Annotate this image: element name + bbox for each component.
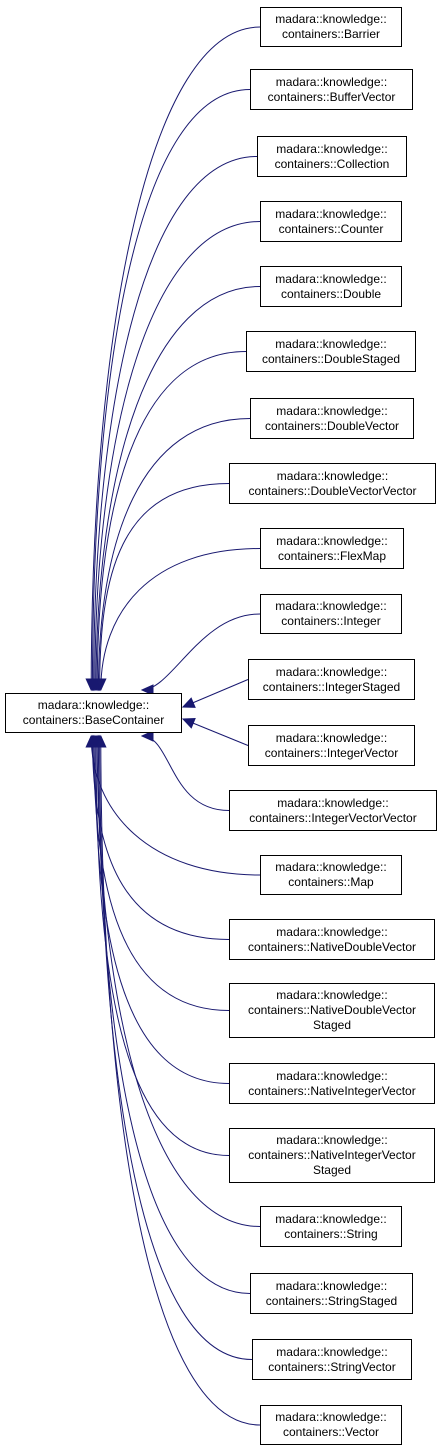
node-label-line: containers::IntegerStaged: [262, 679, 401, 694]
derived-class-node-integerstaged[interactable]: madara::knowledge:: containers::IntegerS…: [248, 659, 415, 700]
node-label-line: madara::knowledge::: [275, 860, 387, 874]
node-label-line: containers::Double: [280, 286, 382, 301]
node-label-line: containers::NativeDoubleVector: [247, 939, 417, 954]
derived-class-node-integervector[interactable]: madara::knowledge:: containers::IntegerV…: [248, 725, 415, 766]
derived-class-node-integer[interactable]: madara::knowledge:: containers::Integer: [260, 594, 402, 634]
inheritance-edge: [99, 735, 253, 1360]
inheritance-edge: [91, 89, 251, 691]
node-label-line: containers::NativeIntegerVector: [248, 1148, 416, 1162]
node-label-line: containers::DoubleStaged: [261, 351, 401, 366]
inheritance-edge: [141, 613, 261, 691]
node-label-line: madara::knowledge::: [276, 533, 388, 548]
base-class-node: madara::knowledge:: containers::BaseCont…: [5, 693, 182, 733]
node-label-line: containers::String: [284, 1226, 378, 1241]
node-label-line: madara::knowledge::: [276, 141, 388, 156]
inheritance-arrowhead: [95, 734, 107, 748]
node-label-line: containers::FlexMap: [277, 548, 387, 563]
node-label-line: containers::DoubleVector: [264, 418, 400, 433]
derived-class-node-counter[interactable]: madara::knowledge:: containers::Counter: [260, 201, 402, 242]
inheritance-edge: [141, 735, 230, 811]
derived-class-node-stringstaged[interactable]: madara::knowledge:: containers::StringSt…: [250, 1273, 413, 1314]
node-label-line: madara::knowledge::: [275, 664, 388, 679]
inheritance-arrowhead: [140, 730, 154, 742]
derived-class-node-collection[interactable]: madara::knowledge:: containers::Collecti…: [257, 136, 407, 177]
node-label-line: containers::BaseContainer: [22, 713, 165, 727]
node-label-line: Staged: [312, 1163, 352, 1177]
node-label-line: madara::knowledge::: [275, 336, 387, 351]
node-label-line: madara::knowledge::: [275, 730, 388, 745]
derived-class-node-string[interactable]: madara::knowledge:: containers::String: [260, 1206, 402, 1247]
node-label-line: madara::knowledge::: [37, 698, 150, 712]
derived-class-node-nativeintegervectorstaged[interactable]: madara::knowledge:: containers::NativeIn…: [229, 1128, 435, 1183]
derived-class-node-integervectorvector[interactable]: madara::knowledge:: containers::IntegerV…: [229, 790, 437, 831]
inheritance-edge: [100, 548, 261, 691]
derived-class-node-doublestaged[interactable]: madara::knowledge:: containers::DoubleSt…: [246, 331, 416, 372]
inheritance-edge: [95, 735, 230, 1156]
node-label-line: containers::Barrier: [281, 27, 381, 41]
node-label-line: containers::NativeDoubleVector: [247, 1003, 417, 1017]
node-label-line: madara::knowledge::: [275, 74, 388, 89]
derived-class-node-doublevectorvector[interactable]: madara::knowledge:: containers::DoubleVe…: [229, 463, 436, 504]
node-label-line: madara::knowledge::: [276, 468, 389, 483]
derived-class-node-map[interactable]: madara::knowledge:: containers::Map: [260, 855, 402, 895]
node-label-line: madara::knowledge::: [276, 1133, 388, 1147]
inheritance-edge: [97, 418, 251, 691]
derived-class-node-buffervector[interactable]: madara::knowledge:: containers::BufferVe…: [250, 69, 413, 110]
inheritance-edge: [90, 26, 261, 691]
node-label-line: madara::knowledge::: [276, 924, 388, 939]
node-label-line: containers::StringVector: [268, 1359, 396, 1374]
node-label-line: madara::knowledge::: [276, 1344, 388, 1359]
node-label-line: containers::NativeIntegerVector: [248, 1083, 416, 1098]
node-label-line: containers::Counter: [278, 221, 384, 236]
node-label-line: madara::knowledge::: [275, 12, 387, 26]
derived-class-node-nativedoublevector[interactable]: madara::knowledge:: containers::NativeDo…: [229, 919, 435, 960]
inheritance-edge: [93, 735, 230, 1011]
inheritance-edge: [95, 286, 261, 691]
derived-class-node-flexmap[interactable]: madara::knowledge:: containers::FlexMap: [260, 528, 404, 569]
inheritance-edge: [99, 483, 230, 691]
inheritance-edge: [94, 735, 230, 1084]
inheritance-edge: [93, 156, 258, 691]
node-label-line: containers::IntegerVector: [264, 745, 399, 760]
node-label-line: containers::DoubleVectorVector: [248, 483, 417, 498]
node-label-line: madara::knowledge::: [276, 1068, 388, 1083]
node-label-line: Staged: [312, 1018, 352, 1032]
derived-class-node-vector[interactable]: madara::knowledge:: containers::Vector: [260, 1405, 402, 1445]
derived-class-node-nativedoublevectorstaged[interactable]: madara::knowledge:: containers::NativeDo…: [229, 983, 435, 1038]
node-label-line: containers::IntegerVectorVector: [249, 810, 417, 825]
inheritance-edge: [182, 718, 249, 746]
node-label-line: containers::StringStaged: [265, 1293, 398, 1308]
inheritance-edge: [96, 351, 247, 691]
node-label-line: containers::BufferVector: [267, 89, 396, 104]
node-label-line: containers::Map: [288, 875, 374, 889]
derived-class-node-barrier[interactable]: madara::knowledge:: containers::Barrier: [260, 7, 402, 47]
node-label-line: madara::knowledge::: [275, 206, 387, 221]
node-label-line: madara::knowledge::: [275, 1410, 387, 1424]
inheritance-arrowhead: [181, 697, 196, 708]
derived-class-node-doublevector[interactable]: madara::knowledge:: containers::DoubleVe…: [250, 398, 414, 439]
node-label-line: madara::knowledge::: [276, 988, 388, 1002]
inheritance-arrowhead: [140, 684, 154, 696]
inheritance-edge: [182, 679, 249, 708]
derived-class-node-nativeintegervector[interactable]: madara::knowledge:: containers::NativeIn…: [229, 1063, 435, 1104]
inheritance-arrowhead: [181, 717, 196, 729]
node-label-line: containers::Vector: [282, 1425, 380, 1439]
node-label-line: madara::knowledge::: [275, 1211, 387, 1226]
node-label-line: madara::knowledge::: [275, 1278, 388, 1293]
inheritance-arrowhead: [95, 678, 107, 692]
node-label-line: madara::knowledge::: [277, 795, 389, 810]
node-label-line: madara::knowledge::: [275, 271, 387, 286]
node-label-line: madara::knowledge::: [275, 599, 387, 613]
node-label-line: containers::Collection: [274, 156, 390, 171]
inheritance-edge: [97, 735, 251, 1294]
derived-class-node-stringvector[interactable]: madara::knowledge:: containers::StringVe…: [252, 1339, 412, 1380]
node-label-line: containers::Integer: [281, 614, 381, 628]
derived-class-node-double[interactable]: madara::knowledge:: containers::Double: [260, 266, 402, 307]
node-label-line: madara::knowledge::: [276, 403, 388, 418]
inheritance-edge: [94, 221, 261, 691]
inheritance-edge: [100, 735, 261, 1426]
